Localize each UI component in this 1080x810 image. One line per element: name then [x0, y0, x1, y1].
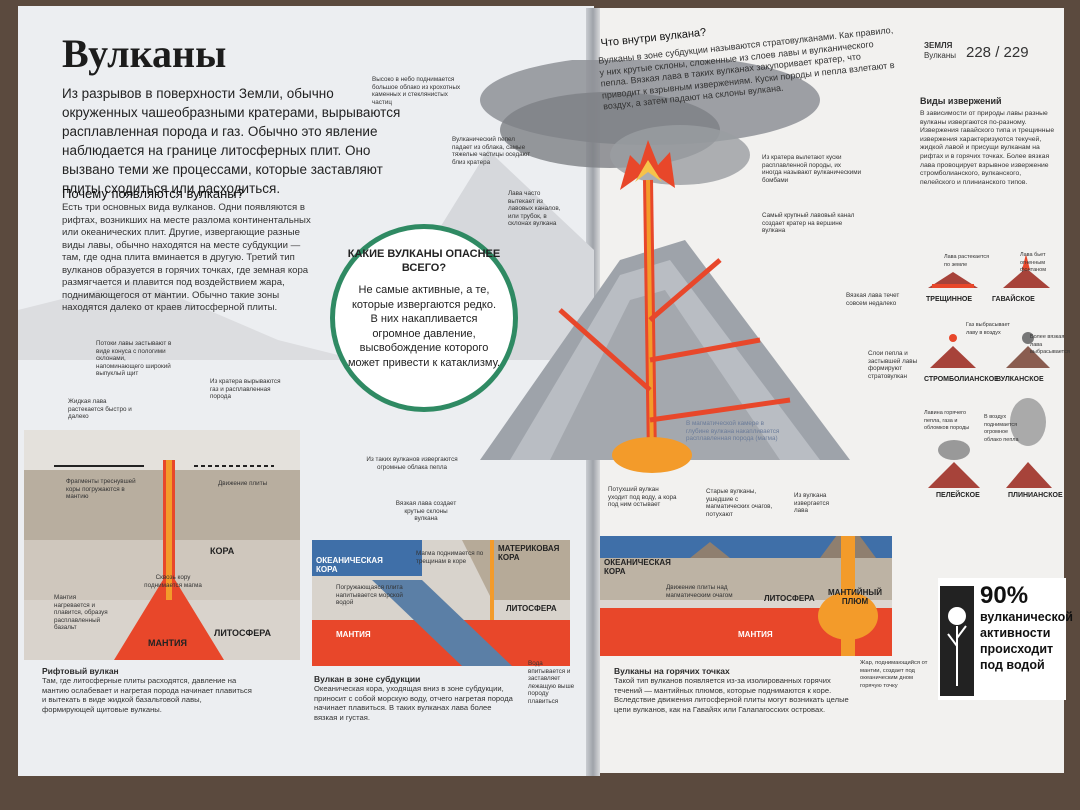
- tree-icon: [940, 586, 974, 696]
- subduction-text: Океаническая кора, уходящая вниз в зоне …: [314, 684, 513, 722]
- fact-line1: вулканической: [980, 610, 1073, 624]
- label-chamber: В магматической камере в глубине вулкана…: [686, 420, 780, 442]
- sub-label-ocean: ОКЕАНИЧЕСКАЯ КОРА: [316, 556, 383, 574]
- hot-label-seamount: Потухший вулкан уходит под воду, а кора …: [608, 486, 677, 508]
- rift-label-litho: ЛИТОСФЕРА: [214, 628, 271, 638]
- callout-heading: КАКИЕ ВУЛКАНЫ ОПАСНЕЕ ВСЕГО?: [347, 248, 501, 274]
- rift-label-fragments: Фрагменты треснувшей коры погружаются в …: [66, 478, 136, 500]
- type-strombolian: СТРОМБОЛИАНСКОЕ: [924, 376, 999, 383]
- fact-line2: активности: [980, 626, 1051, 640]
- fact-box: 90% вулканической активности происходит …: [938, 578, 1073, 700]
- hotspot-text: Такой тип вулканов появляется из-за изол…: [614, 676, 849, 714]
- sub-label-water: Вода впитывается и заставляет лежащую вы…: [528, 660, 575, 705]
- subduction-illustration: [312, 540, 570, 666]
- danger-callout: КАКИЕ ВУЛКАНЫ ОПАСНЕЕ ВСЕГО? Не самые ак…: [330, 224, 518, 412]
- note-pelean: Лавина горячего пепла, газа и обломков п…: [924, 410, 970, 431]
- label-viscous: Вязкая лава течет совсем недалеко: [846, 292, 900, 307]
- label-main-vent: Самый крупный лавовый канал создает крат…: [762, 212, 855, 234]
- type-pelean: ПЕЛЕЙСКОЕ: [936, 492, 980, 499]
- subduction-title: Вулкан в зоне субдукции: [314, 674, 421, 684]
- sub-label-sinking: Погружающаяся плита напитывается морской…: [336, 584, 403, 606]
- type-plinian: ПЛИНИАНСКОЕ: [1008, 492, 1063, 499]
- stratovolcano-illustration: [480, 60, 850, 473]
- rift-label-shield: Потоки лавы застывают в виде конуса с по…: [96, 340, 172, 377]
- intro-paragraph: Из разрывов в поверхности Земли, обычно …: [62, 86, 401, 196]
- eruption-types-icons: [928, 254, 1052, 488]
- type-fissure: ТРЕЩИННОЕ: [926, 296, 973, 303]
- page-numbers: 228 / 229: [966, 44, 1029, 61]
- label-high-sky: Высоко в небо поднимается большое облако…: [372, 76, 461, 106]
- note-hawaiian: Лава бьет огненным фонтаном: [1020, 252, 1047, 273]
- hot-label-mantle: МАНТИЯ: [738, 630, 773, 639]
- section-tag: ЗЕМЛЯ: [924, 41, 953, 50]
- sub-label-mantle: МАНТИЯ: [336, 630, 371, 639]
- rift-label-mantle: МАНТИЯ: [148, 638, 187, 648]
- label-bombs: Из кратера вылетают куски расплавленной …: [762, 154, 862, 184]
- hot-label-ocean: ОКЕАНИЧЕСКАЯ КОРА: [604, 558, 671, 576]
- rift-text: Там, где литосферные плиты расходятся, д…: [42, 676, 252, 714]
- page-header: ЗЕМЛЯ Вулканы 228 / 229: [920, 42, 1032, 64]
- type-hawaiian: ГАВАЙСКОЕ: [992, 296, 1035, 303]
- sub-label-litho: ЛИТОСФЕРА: [506, 604, 557, 613]
- rift-title: Рифтовый вулкан: [42, 666, 119, 676]
- hot-label-move: Движение плиты над магматическим очагом: [666, 584, 733, 599]
- sub-label-cont: МАТЕРИКОВАЯ КОРА: [498, 544, 560, 562]
- type-vulcanian: ВУЛКАНСКОЕ: [996, 376, 1044, 383]
- sub-label-magma: Магма поднимается по трещинам в коре: [416, 550, 484, 565]
- hot-label-litho: ЛИТОСФЕРА: [764, 594, 815, 603]
- why-heading: Почему появляются вулканы?: [62, 186, 244, 201]
- why-text: Есть три основных вида вулканов. Одни по…: [62, 202, 311, 313]
- rift-illustration: [24, 430, 300, 660]
- rift-label-liquid: Жидкая лава растекается быстро и далеко: [68, 398, 132, 420]
- page-title: Вулканы: [62, 31, 227, 76]
- label-ash: Вулканический пепел падает из облака, са…: [452, 136, 531, 166]
- hot-label-erupts: Из вулкана извергается лава: [794, 492, 830, 514]
- fact-line4: под водой: [980, 658, 1045, 672]
- hot-label-plume: МАНТИЙНЫЙ ПЛЮМ: [828, 588, 882, 606]
- callout-text: Не самые активные, а те, которые изверга…: [347, 284, 501, 369]
- sub-label-clouds: Из таких вулканов извергаются огромные о…: [366, 456, 458, 471]
- hotspot-illustration: [600, 536, 892, 656]
- hot-label-heat: Жар, поднимающийся от мантии, создает по…: [860, 660, 928, 689]
- rift-label-mantle-heat: Мантия нагревается и плавится, образуя р…: [54, 594, 108, 631]
- note-strombolian: Газ выбрасывает лаву в воздух: [966, 322, 1010, 336]
- rift-label-through: Сквозь кору поднимается магма: [144, 574, 202, 589]
- rift-label-crust: КОРА: [210, 546, 235, 556]
- hotspot-title: Вулканы на горячих точках: [614, 666, 730, 676]
- eruption-types-heading: Виды извержений: [920, 96, 1002, 106]
- rift-label-gas: Из кратера вырываются газ и расплавленна…: [210, 378, 281, 400]
- label-lava-channels: Лава часто вытекает из лавовых каналов, …: [508, 190, 561, 227]
- hot-label-old: Старые вулканы, ушедшие с магматических …: [706, 488, 773, 518]
- eruption-types-text: В зависимости от природы лавы разные вул…: [920, 110, 1055, 186]
- note-plinian: В воздух поднимается огромное облако пеп…: [984, 414, 1019, 443]
- section-sub: Вулканы: [924, 51, 957, 60]
- note-fissure: Лава растекается по земле: [944, 254, 990, 268]
- fact-percent: 90%: [980, 582, 1029, 609]
- rift-label-plates: Движение плиты: [218, 480, 268, 487]
- fact-line3: происходит: [980, 642, 1054, 656]
- note-vulcanian: Более вязкая лава выбрасывается: [1030, 334, 1070, 355]
- label-layers: Слои пепла и застывшей лавы формируют ст…: [868, 350, 918, 380]
- sub-label-slopes: Вязкая лава создает крутые склоны вулкан…: [395, 500, 457, 522]
